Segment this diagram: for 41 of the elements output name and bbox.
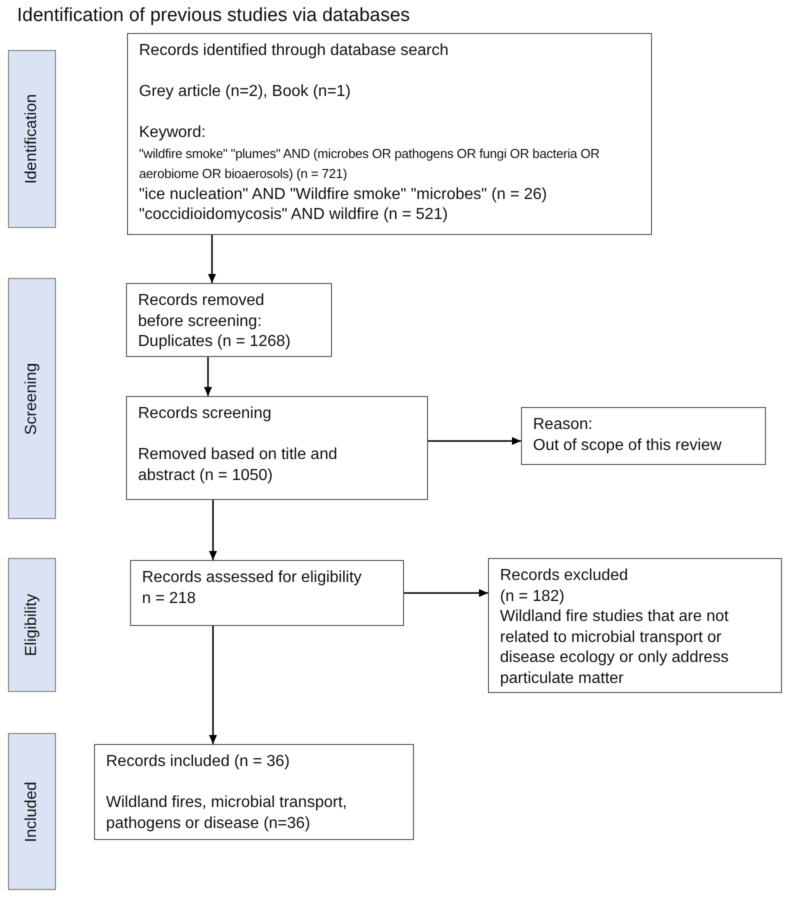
process-box — [126, 283, 332, 357]
process-box — [521, 407, 766, 465]
stage-band — [8, 50, 56, 228]
arrow — [428, 437, 521, 445]
arrow — [209, 626, 217, 744]
box-text: Grey article (n=2), Book (n=1) — [139, 82, 352, 102]
process-box — [126, 396, 428, 500]
stage-label: Identification — [22, 94, 41, 184]
box-text: (n = 182) — [500, 586, 566, 606]
stage-band — [8, 733, 56, 890]
box-text: "wildfire smoke" "plumes" AND (microbes OR pathogens OR fungi OR bacteria OR aerobiome OR bioaerosols) (n = 721) — [139, 144, 601, 183]
stage-band — [8, 558, 56, 692]
arrow — [204, 357, 212, 396]
box-text: Records screening — [138, 404, 272, 424]
arrow — [208, 235, 216, 283]
stage-band — [8, 278, 56, 519]
box-text: Records assessed for eligibility — [142, 568, 363, 588]
box-text: Records identified through database search — [139, 41, 450, 61]
box-text: Records included (n = 36) — [106, 752, 291, 772]
process-box — [488, 558, 782, 693]
box-text: Records removed before screening: — [138, 291, 266, 332]
box-text: Removed based on title and abstract (n = 1050) — [138, 445, 338, 486]
stage-label: Screening — [22, 362, 41, 435]
box-text: Duplicates (n = 1268) — [138, 332, 292, 352]
box-text: Out of scope of this review — [533, 436, 723, 456]
process-box — [127, 33, 652, 235]
process-box — [130, 560, 404, 626]
box-text: Wildland fire studies that are not related to microbial transport or disease ecology or only address particulate matter — [500, 607, 730, 688]
stage-label: Eligibility — [22, 594, 41, 656]
box-text: n = 218 — [142, 588, 197, 608]
box-text: Records excluded — [500, 566, 630, 586]
box-text: Wildland fires, microbial transport, pathogens or disease (n=36) — [106, 793, 348, 834]
box-text: Reason: — [533, 415, 594, 435]
arrow — [404, 589, 488, 597]
box-text: Keyword: — [139, 123, 207, 143]
arrow — [209, 500, 217, 560]
diagram-title: Identification of previous studies via databases — [17, 4, 410, 28]
box-text: "coccidioidomycosis" AND wildfire (n = 521) — [139, 205, 449, 225]
process-box — [94, 744, 414, 840]
stage-label: Included — [22, 781, 41, 842]
box-text: "ice nucleation" AND "Wildfire smoke" "microbes" (n = 26) — [139, 184, 548, 204]
